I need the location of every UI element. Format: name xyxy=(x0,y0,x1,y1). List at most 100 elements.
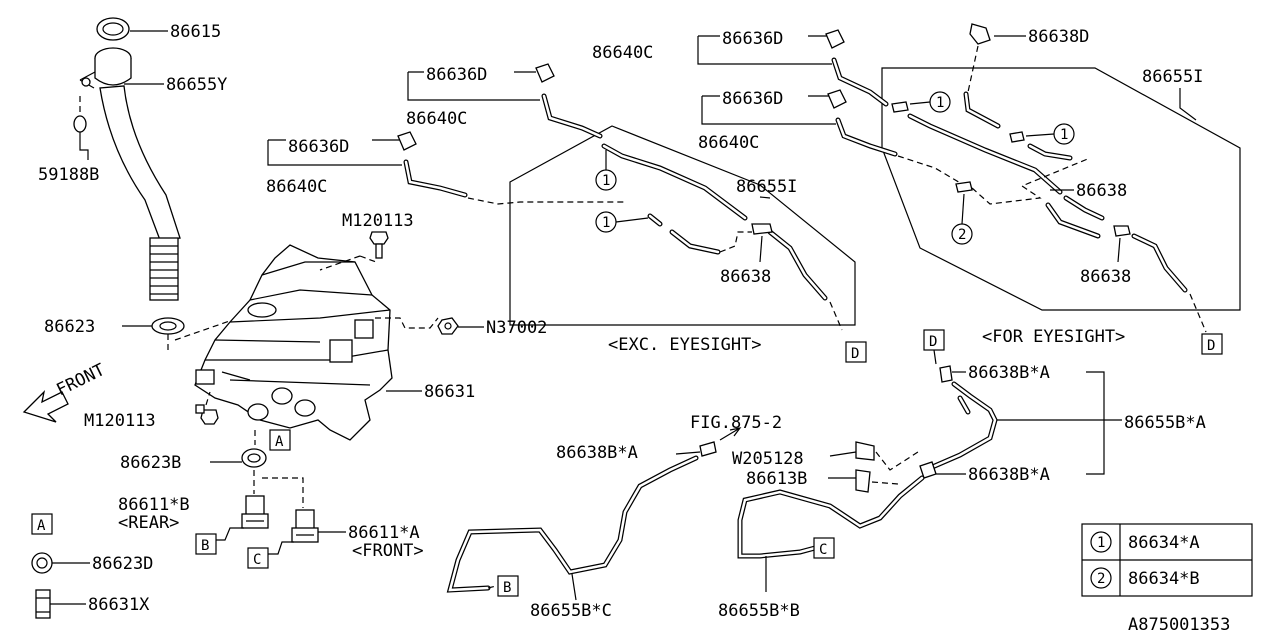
num-circle-2-for: 2 xyxy=(951,223,973,245)
ref-box-c-hose: C xyxy=(813,537,835,559)
svg-text:D: D xyxy=(1207,338,1215,354)
label-86638-for-b: 86638 xyxy=(1080,267,1131,287)
grommet-86623B[interactable] xyxy=(241,448,267,468)
label-rear: <REAR> xyxy=(118,513,179,533)
ref-box-b-hose: B xyxy=(497,575,519,597)
svg-text:D: D xyxy=(929,334,937,350)
nozzle-86636D-exc-a[interactable] xyxy=(397,131,417,151)
label-86615: 86615 xyxy=(170,22,221,42)
svg-text:A: A xyxy=(37,518,46,534)
ref-box-d-exc: D xyxy=(845,341,867,363)
legend-row-2: 2 86634*B xyxy=(1090,567,1200,589)
ref-box-d-rear: D xyxy=(923,329,945,351)
label-exc-eyesight: <EXC. EYESIGHT> xyxy=(608,335,762,355)
label-86640C-for-b: 86640C xyxy=(698,133,759,153)
ref-box-a-legend: A xyxy=(31,513,53,535)
label-86636D-exc-a: 86636D xyxy=(288,137,349,157)
nozzle-86636D-exc-b[interactable] xyxy=(535,63,555,83)
svg-text:C: C xyxy=(253,552,261,568)
legend-num-2: 2 xyxy=(1097,571,1105,587)
svg-text:1: 1 xyxy=(936,95,944,111)
legend-table: 1 86634*A 2 86634*B xyxy=(1081,523,1253,597)
svg-text:D: D xyxy=(851,346,859,362)
label-86631: 86631 xyxy=(424,382,475,402)
label-86638BA-fig: 86638B*A xyxy=(556,443,638,463)
hose-86655BB[interactable] xyxy=(737,475,925,559)
label-n37002: N37002 xyxy=(486,318,547,338)
label-86655Y: 86655Y xyxy=(166,75,227,95)
label-86655BA: 86655B*A xyxy=(1124,413,1206,433)
pump-rear-86611B[interactable] xyxy=(241,495,269,529)
washer-tank-86631[interactable] xyxy=(194,244,393,441)
clip-86613B[interactable] xyxy=(855,469,871,493)
svg-text:B: B xyxy=(201,538,209,554)
hose-set-for[interactable] xyxy=(891,91,1188,293)
svg-text:A: A xyxy=(275,434,284,450)
label-86636D-exc-b: 86636D xyxy=(426,65,487,85)
label-86636D-for-a: 86636D xyxy=(722,29,783,49)
clip-59188B[interactable] xyxy=(73,115,87,133)
front-arrow-label: FRONT xyxy=(53,360,108,400)
filter-86631X[interactable] xyxy=(35,589,51,619)
label-86640C-exc-a: 86640C xyxy=(266,177,327,197)
label-for-eyesight: <FOR EYESIGHT> xyxy=(982,327,1125,347)
pump-front-86611A[interactable] xyxy=(291,509,319,543)
svg-text:1: 1 xyxy=(602,173,610,189)
label-59188B: 59188B xyxy=(38,165,99,185)
num-circle-1-exc-b: 1 xyxy=(595,211,617,233)
connector-86638BA-fig[interactable] xyxy=(699,441,717,457)
hose-86655BA[interactable] xyxy=(919,381,998,479)
for-eyesight-group xyxy=(881,67,1241,311)
nut-n37002[interactable] xyxy=(437,317,459,335)
label-86638BA-bottom: 86638B*A xyxy=(968,465,1050,485)
ring-86623[interactable] xyxy=(151,317,185,335)
label-86638D: 86638D xyxy=(1028,27,1089,47)
filler-neck-86655Y[interactable] xyxy=(79,47,181,301)
clip-w205128[interactable] xyxy=(855,441,875,461)
bolt-m120113-bottom[interactable] xyxy=(195,404,219,425)
bolt-m120113-top[interactable] xyxy=(369,231,389,259)
svg-text:2: 2 xyxy=(958,227,966,243)
hose-86655BC[interactable] xyxy=(446,455,699,593)
diagram-id: A875001353 xyxy=(1128,615,1230,635)
hose-set-exc[interactable] xyxy=(601,143,828,301)
label-m120113-bottom: M120113 xyxy=(84,411,156,431)
legend-row-1: 1 86634*A xyxy=(1090,531,1200,553)
label-86611A: 86611*A xyxy=(348,523,420,543)
nozzle-86636D-for-a[interactable] xyxy=(825,29,845,49)
connector-86638BA-top[interactable] xyxy=(939,365,953,383)
label-86655BB: 86655B*B xyxy=(718,601,800,621)
label-w205128: W205128 xyxy=(732,449,804,469)
label-86655I-for: 86655I xyxy=(1142,67,1203,87)
ref-box-d-for: D xyxy=(1201,333,1223,355)
label-86623D: 86623D xyxy=(92,554,153,574)
label-86613B: 86613B xyxy=(746,469,807,489)
label-fig-875-2: FIG.875-2 xyxy=(690,413,782,433)
nozzle-86638D[interactable] xyxy=(969,23,991,45)
num-circle-1-exc-a: 1 xyxy=(595,169,617,191)
label-86636D-for-b: 86636D xyxy=(722,89,783,109)
num-circle-1-for-b: 1 xyxy=(1053,123,1075,145)
filler-cap-86615[interactable] xyxy=(96,17,130,41)
svg-text:C: C xyxy=(819,542,827,558)
label-86638-exc: 86638 xyxy=(720,267,771,287)
label-86640C-for-a: 86640C xyxy=(592,43,653,63)
num-circle-1-for-a: 1 xyxy=(929,91,951,113)
label-86623B: 86623B xyxy=(120,453,181,473)
label-86640C-exc-b: 86640C xyxy=(406,109,467,129)
label-m120113-top: M120113 xyxy=(342,211,414,231)
ref-box-c-pump: C xyxy=(247,547,269,569)
ref-box-a-tank: A xyxy=(269,429,291,451)
ref-box-b-pump: B xyxy=(195,533,217,555)
grommet-86623D[interactable] xyxy=(31,552,53,574)
label-86638BA-top: 86638B*A xyxy=(968,363,1050,383)
label-86631X: 86631X xyxy=(88,595,150,615)
label-86655I-exc: 86655I xyxy=(736,177,797,197)
label-86655BC: 86655B*C xyxy=(530,601,612,621)
label-86638-for-a: 86638 xyxy=(1076,181,1127,201)
legend-part-1: 86634*A xyxy=(1128,533,1200,553)
nozzle-86636D-for-b[interactable] xyxy=(827,89,847,109)
label-front: <FRONT> xyxy=(352,541,424,561)
svg-text:1: 1 xyxy=(602,215,610,231)
